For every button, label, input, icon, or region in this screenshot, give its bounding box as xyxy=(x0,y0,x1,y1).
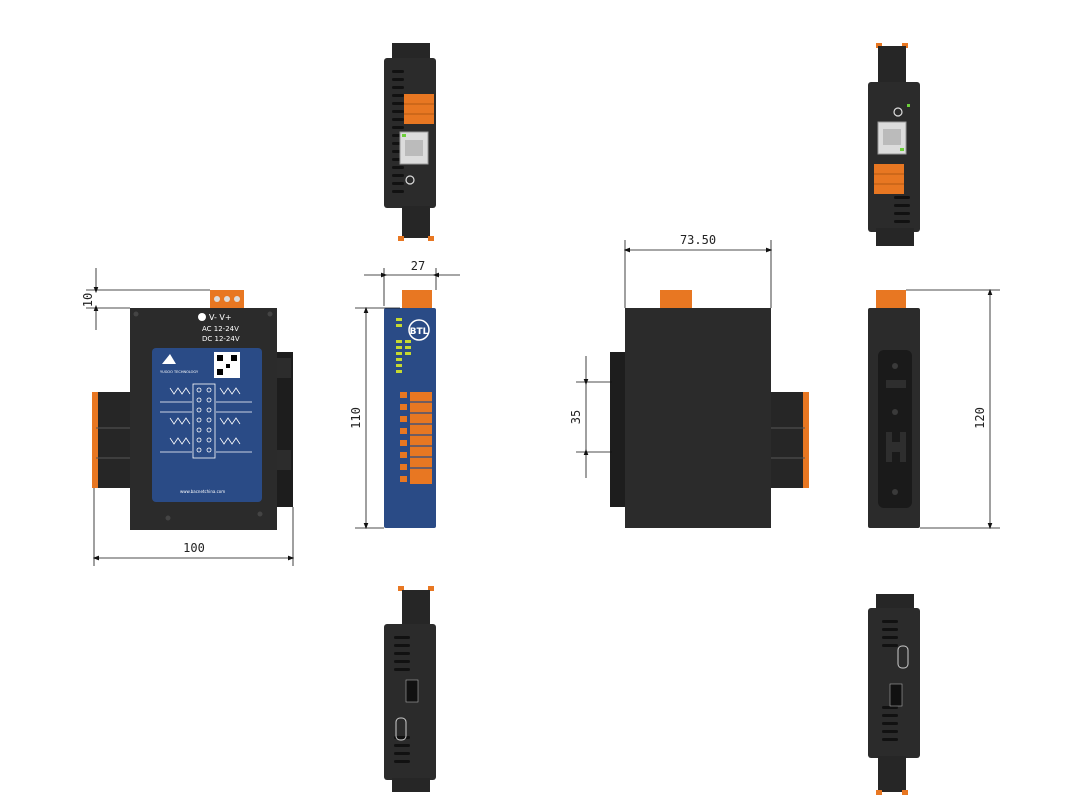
top-view-right xyxy=(868,43,920,246)
dimension-10-label: 10 xyxy=(81,293,95,307)
dc-label: DC 12-24V xyxy=(202,335,240,343)
dimension-110: 110 xyxy=(349,306,400,530)
btl-logo-text: BTL xyxy=(410,327,429,337)
dimension-120: 120 xyxy=(906,288,1000,530)
rear-view xyxy=(610,290,809,528)
din-clip-icon xyxy=(878,350,912,508)
side-view-din xyxy=(868,290,920,528)
dimension-100: 100 xyxy=(92,488,295,566)
dip-switch-icon xyxy=(405,679,419,703)
dimension-35: 35 xyxy=(569,356,612,478)
btl-logo-icon xyxy=(408,319,430,341)
brand-text: YUGOO TECHNOLOGY xyxy=(160,370,199,374)
power-terminal xyxy=(210,290,244,308)
dimension-27: 27 xyxy=(364,259,460,306)
usb-port-icon xyxy=(395,717,407,741)
side-terminal-strip xyxy=(410,392,432,484)
front-view: V- V+ AC 12-24V DC 12-24V YUGOO TECHNOLO… xyxy=(92,290,293,530)
rear-housing xyxy=(625,308,771,528)
dimension-73-50-label: 73.50 xyxy=(680,233,716,247)
bottom-view-right xyxy=(868,594,920,795)
ac-label: AC 12-24V xyxy=(202,325,239,333)
orange-terminal-top xyxy=(404,94,434,124)
dimension-110-label: 110 xyxy=(349,407,363,429)
status-leds xyxy=(396,318,411,373)
top-view-center xyxy=(384,43,436,241)
dimension-35-label: 35 xyxy=(569,410,583,424)
bottom-view-center xyxy=(384,586,436,792)
dimension-73-50: 73.50 xyxy=(623,233,773,308)
front-blue-label xyxy=(152,348,262,502)
dimension-27-label: 27 xyxy=(411,259,425,273)
dimension-120-label: 120 xyxy=(973,407,987,429)
side-view-blue: BTL xyxy=(384,290,436,528)
website-text: www.bacnetchina.com xyxy=(180,489,225,494)
side-terminal-blocks xyxy=(92,392,130,488)
dimension-10: 10 xyxy=(81,268,210,330)
power-label: V- V+ xyxy=(209,313,232,322)
reset-button-icon xyxy=(405,175,415,185)
brand-logo-icon xyxy=(162,354,176,364)
rear-terminal-blocks xyxy=(771,392,809,488)
wiring-diagram xyxy=(160,383,252,459)
ground-icon xyxy=(198,313,206,321)
dimension-100-label: 100 xyxy=(183,541,205,555)
